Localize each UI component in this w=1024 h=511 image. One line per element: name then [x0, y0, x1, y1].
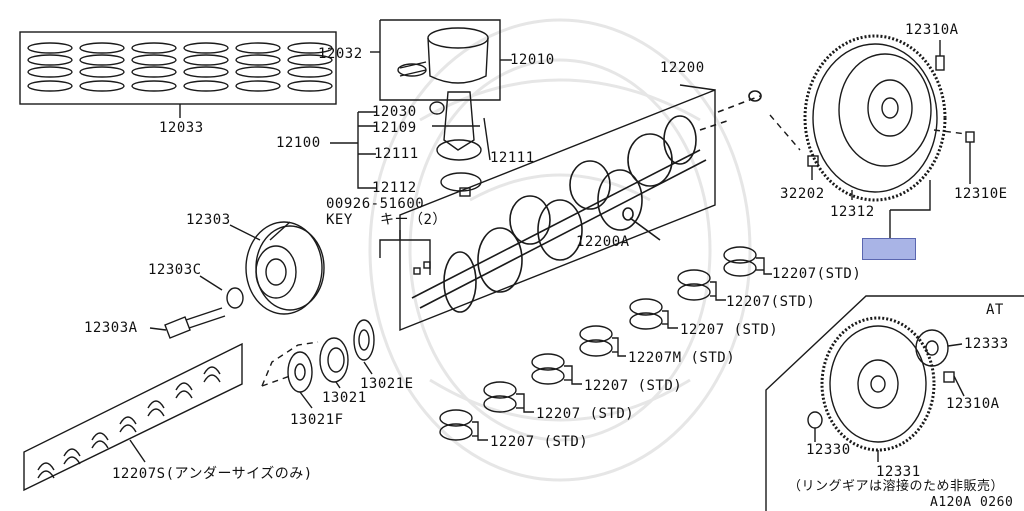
- part-label-12312[interactable]: 12312: [830, 204, 875, 220]
- key-bracket: [379, 230, 431, 275]
- part-label-12111-right[interactable]: 12111: [490, 150, 535, 166]
- highlight-callout[interactable]: [862, 238, 916, 260]
- part-label-13021F[interactable]: 13021F: [290, 412, 344, 428]
- piston-rings-box: [19, 31, 337, 118]
- part-label-12032[interactable]: 12032: [318, 46, 363, 62]
- part-label-12112[interactable]: 12112: [372, 180, 417, 196]
- part-label-12331[interactable]: 12331: [876, 464, 921, 480]
- part-label-bearing-1[interactable]: 12207(STD): [772, 266, 862, 282]
- timing-gear-group: [261, 319, 375, 409]
- part-label-12033[interactable]: 12033: [159, 120, 204, 136]
- part-label-32202[interactable]: 32202: [780, 186, 825, 202]
- crank-pulley: [245, 221, 325, 315]
- pulley-washer: [226, 287, 244, 309]
- at-section: [765, 295, 1024, 511]
- part-label-bearing-5[interactable]: 12207 (STD): [584, 378, 683, 394]
- key-label-en: KEY: [326, 212, 353, 228]
- part-label-12100[interactable]: 12100: [276, 135, 321, 151]
- leader-12303: [229, 224, 261, 241]
- part-label-bearing-3[interactable]: 12207 (STD): [680, 322, 779, 338]
- key-label-jp: キー（2）: [380, 212, 447, 228]
- part-label-00926-51600[interactable]: 00926-51600: [326, 196, 425, 212]
- leader-12303c: [199, 275, 223, 291]
- part-label-12303C[interactable]: 12303C: [148, 262, 202, 278]
- crankshaft-bracket: [399, 84, 716, 332]
- part-label-bearing-7[interactable]: 12207 (STD): [490, 434, 589, 450]
- part-label-12303[interactable]: 12303: [186, 212, 231, 228]
- part-label-13021[interactable]: 13021: [322, 390, 367, 406]
- figure-code: A120A 0260: [930, 495, 1014, 510]
- part-label-12109[interactable]: 12109: [372, 120, 417, 136]
- piston-rings: [27, 42, 333, 92]
- piston-assembly: [370, 19, 512, 101]
- part-label-12330[interactable]: 12330: [806, 442, 851, 458]
- part-label-12200[interactable]: 12200: [660, 60, 705, 76]
- at-section-title: AT: [986, 302, 1004, 318]
- part-label-12310E[interactable]: 12310E: [954, 186, 1008, 202]
- part-label-bearing-4[interactable]: 12207M (STD): [628, 350, 736, 366]
- part-label-12030[interactable]: 12030: [372, 104, 417, 120]
- flywheel-mt: [769, 34, 975, 240]
- part-label-12010[interactable]: 12010: [510, 52, 555, 68]
- pulley-bolt: [149, 307, 226, 339]
- part-label-13021E[interactable]: 13021E: [360, 376, 414, 392]
- part-label-12310A-top[interactable]: 12310A: [905, 22, 959, 38]
- undersize-bearings-box: [23, 342, 243, 492]
- part-label-12333[interactable]: 12333: [964, 336, 1009, 352]
- part-label-12111-left[interactable]: 12111: [374, 146, 419, 162]
- ring-gear-note: （リングギアは溶接のため非販売）: [788, 479, 1005, 494]
- part-label-12200A[interactable]: 12200A: [576, 234, 630, 250]
- part-label-bearing-2[interactable]: 12207(STD): [726, 294, 816, 310]
- watermark: [368, 18, 752, 482]
- std-bearings: [439, 246, 772, 441]
- part-label-bearing-6[interactable]: 12207 (STD): [536, 406, 635, 422]
- part-label-12303A[interactable]: 12303A: [84, 320, 138, 336]
- connecting-rod-assembly: [330, 91, 491, 197]
- crankshaft: [411, 90, 762, 313]
- part-label-12310A-at[interactable]: 12310A: [946, 396, 1000, 412]
- part-label-12207S[interactable]: 12207S(アンダーサイズのみ): [112, 466, 313, 482]
